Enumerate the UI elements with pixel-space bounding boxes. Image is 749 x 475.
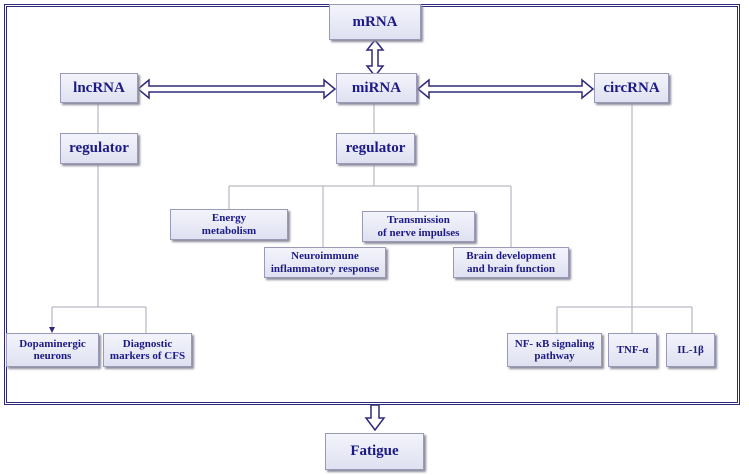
dopaminergic-neurons-node: Dopaminergic neurons [6, 333, 99, 367]
double-arrow-lncrna-mirna [136, 78, 337, 100]
nfkb-signaling-node: NF- κB signaling pathway [507, 333, 602, 367]
nerve-impulse-transmission-node: Transmission of nerve impulses [362, 211, 475, 242]
brain-development-node: Brain development and brain function [453, 247, 569, 278]
tnf-alpha-node: TNF-α [608, 333, 657, 367]
il-1beta-node: IL-1β [666, 333, 715, 367]
mirna-regulator-node: regulator [336, 133, 415, 164]
mirna-node: miRNA [336, 73, 417, 103]
arrowhead-dopaminergic [49, 327, 55, 333]
fatigue-node: Fatigue [325, 433, 424, 470]
circrna-node: circRNA [594, 73, 669, 103]
lncrna-node: lncRNA [60, 73, 138, 103]
double-arrow-mrna-mirna [365, 38, 385, 78]
neuroimmune-response-node: Neuroimmune inflammatory response [264, 247, 386, 278]
arrow-to-fatigue [364, 404, 386, 432]
double-arrow-mirna-circrna [416, 78, 595, 100]
energy-metabolism-node: Energy metabolism [170, 209, 288, 240]
lncrna-regulator-node: regulator [60, 133, 138, 164]
mrna-node: mRNA [329, 4, 421, 40]
cfs-diagnostic-markers-node: Diagnostic markers of CFS [103, 333, 192, 367]
